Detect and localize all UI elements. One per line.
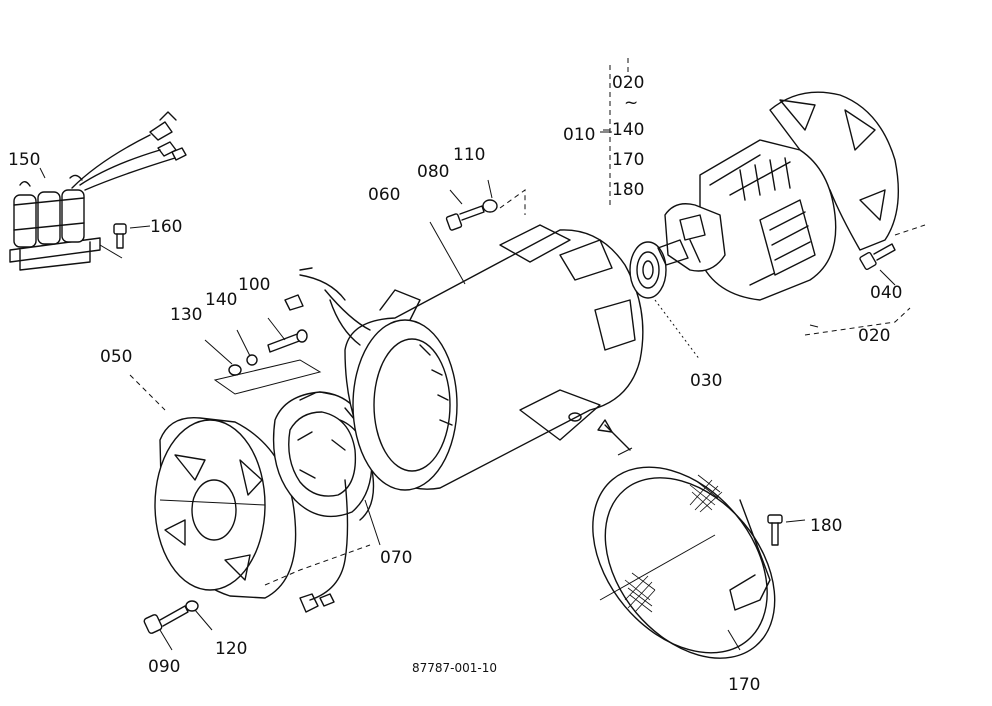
part-160-screw [113,223,151,249]
label-140: 140 [205,290,237,310]
part-labels: 150 160 100 140 130 050 060 080 110 010 … [8,73,902,695]
drawing-reference-number: 87787-001-10 [412,661,497,675]
part-050-end-bracket [129,374,371,599]
label-020-top: 020 [612,73,644,93]
label-090: 090 [148,657,180,677]
label-160: 160 [150,217,182,237]
label-110: 110 [453,145,485,165]
part-180-screw [767,514,806,546]
label-080: 080 [417,162,449,182]
leader-lines [39,131,819,651]
label-100: 100 [238,275,270,295]
label-140-group: 140 [612,120,644,140]
part-090-120-bolt [143,600,213,651]
label-040: 040 [870,283,902,303]
label-170: 170 [728,675,760,695]
part-030-bearing [629,241,701,361]
label-010: 010 [563,125,595,145]
label-180-group: 180 [612,180,644,200]
mesh-hatch-bottom [624,572,656,613]
part-060-frame [284,221,644,491]
label-120: 120 [215,639,247,659]
label-180: 180 [810,516,842,536]
label-070: 070 [380,548,412,568]
mesh-hatch-top [689,474,723,513]
part-100-130-140-fasteners [204,317,322,395]
label-tilde: ~ [624,93,638,113]
part-150-regulator [9,111,187,271]
label-130: 130 [170,305,202,325]
label-170-group: 170 [612,150,644,170]
part-170-cover-band [592,419,776,659]
label-150: 150 [8,150,40,170]
label-050: 050 [100,347,132,367]
part-010-group-bracket [603,58,629,205]
part-040-screw [859,224,926,286]
label-020-bottom: 020 [858,326,890,346]
label-030: 030 [690,371,722,391]
part-080-110-bolt-nut [445,179,526,231]
part-010-rotor-assembly [657,91,911,336]
label-060: 060 [368,185,400,205]
